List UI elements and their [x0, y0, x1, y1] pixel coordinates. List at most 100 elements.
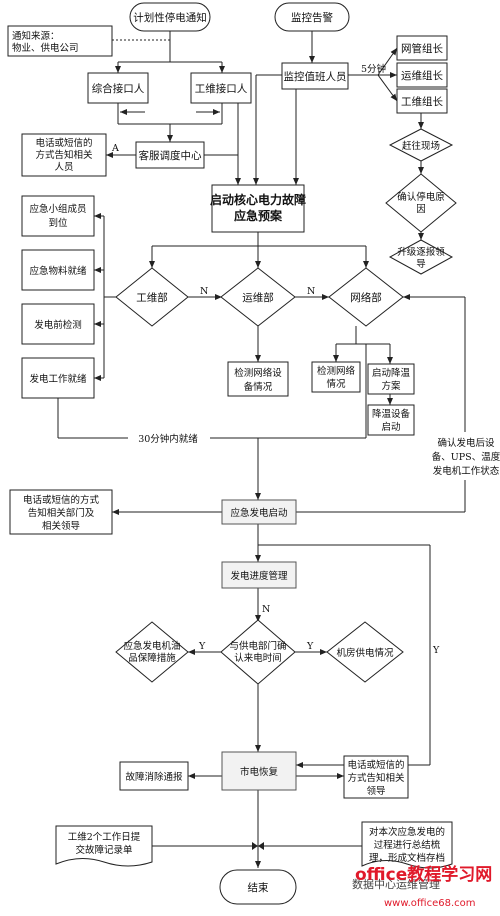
svg-text:导: 导 — [416, 259, 426, 270]
svg-text:运维组长: 运维组长 — [401, 69, 443, 82]
svg-text:电话或短信的: 电话或短信的 — [347, 759, 404, 771]
svg-text:发电工作就绪: 发电工作就绪 — [29, 373, 87, 385]
connectors — [57, 31, 466, 868]
ready-label-bg — [128, 432, 210, 444]
node-escalate: 升级逐报领 导 — [388, 239, 454, 275]
svg-text:数据中心运维管理: 数据中心运维管理 — [352, 877, 440, 891]
label-A: A — [111, 143, 119, 154]
node-end: 结束 — [219, 869, 297, 905]
node-eng-dept: 工维部 — [115, 267, 189, 327]
node-confirm-outage: 确认停电原 因 — [385, 173, 457, 233]
node-cooling-equip: 降温设备 启动 — [367, 404, 415, 436]
svg-text:启动核心电力故障: 启动核心电力故障 — [210, 192, 306, 207]
node-power-restore: 市电恢复 — [221, 751, 297, 791]
svg-text:方案: 方案 — [381, 380, 401, 392]
node-confirm-power-time: 与供电部门确 认来电时间 — [220, 619, 296, 685]
node-notify-restore: 电话或短信的 方式告知相关 领导 — [343, 755, 409, 799]
node-materials-ready: 应急物料就绪 — [21, 249, 95, 291]
svg-text:通知来源：: 通知来源： — [12, 30, 60, 42]
node-monitor-alarm: 监控告警 — [274, 2, 350, 32]
svg-text:启动降温: 启动降温 — [372, 367, 411, 379]
label-N2: N — [307, 286, 315, 297]
svg-text:应急发电机油: 应急发电机油 — [123, 640, 180, 652]
svg-text:相关领导: 相关领导 — [42, 520, 80, 532]
svg-text:人员: 人员 — [54, 162, 73, 173]
node-confirm-after-gen: 确认发电后设 备、UPS、温度 发电机工作状态 — [432, 432, 500, 480]
svg-text:到位: 到位 — [48, 217, 68, 229]
node-gen-progress: 发电进度管理 — [221, 561, 297, 589]
node-notify-people: 电话或短信的 方式告知相关 人员 — [21, 133, 107, 177]
label-ready-30min: 30分钟内就绪 — [138, 433, 198, 445]
svg-text:工维接口人: 工维接口人 — [195, 82, 248, 95]
svg-text:工维2个工作日提: 工维2个工作日提 — [68, 831, 141, 843]
svg-text:电话或短信的: 电话或短信的 — [35, 137, 92, 149]
svg-text:过程进行总结梳: 过程进行总结梳 — [374, 839, 441, 851]
svg-text:www.office68.com: www.office68.com — [384, 898, 476, 909]
node-monitor-staff: 监控值班人员 — [281, 62, 349, 90]
svg-text:发电机工作状态: 发电机工作状态 — [433, 465, 500, 477]
svg-text:电话或短信的方式: 电话或短信的方式 — [23, 494, 100, 506]
svg-text:应急物料就绪: 应急物料就绪 — [29, 265, 87, 277]
node-planned-notice: 计划性停电通知 — [129, 2, 211, 32]
label-Y3: Y — [432, 645, 440, 656]
svg-text:备、UPS、温度: 备、UPS、温度 — [432, 451, 500, 463]
svg-text:赶往现场: 赶往现场 — [402, 140, 440, 152]
svg-text:工维组长: 工维组长 — [401, 95, 443, 108]
node-ops-leader: 运维组长 — [396, 62, 448, 88]
node-net-dept: 网络部 — [328, 267, 404, 327]
svg-text:告知相关部门及: 告知相关部门及 — [28, 507, 95, 519]
svg-text:网管组长: 网管组长 — [401, 42, 443, 55]
node-gen-work-ready: 发电工作就绪 — [21, 357, 95, 399]
svg-text:物业、供电公司: 物业、供电公司 — [12, 42, 79, 54]
svg-text:交故障记录单: 交故障记录单 — [75, 844, 133, 856]
svg-text:应急小组成员: 应急小组成员 — [29, 203, 86, 215]
svg-text:检测网络: 检测网络 — [317, 365, 356, 377]
svg-text:监控值班人员: 监控值班人员 — [284, 70, 347, 83]
svg-text:office教程学习网: office教程学习网 — [355, 864, 492, 885]
node-fault-cleared: 故障消除通报 — [119, 761, 189, 791]
svg-text:对本次应急发电的: 对本次应急发电的 — [369, 826, 445, 838]
svg-text:故障消除通报: 故障消除通报 — [125, 771, 183, 783]
svg-text:确认发电后设: 确认发电后设 — [437, 437, 495, 449]
label-N3: N — [262, 604, 270, 615]
node-core-plan: 启动核心电力故障 应急预案 — [210, 184, 306, 233]
node-network-leader: 网管组长 — [396, 35, 448, 61]
svg-text:理，形成文档存档: 理，形成文档存档 — [369, 852, 445, 864]
node-submit-record: 工维2个工作日提 交故障记录单 — [55, 825, 153, 867]
svg-text:领导: 领导 — [366, 785, 385, 797]
node-ops-dept: 运维部 — [220, 267, 296, 327]
node-engineering-contact: 工维接口人 — [190, 72, 252, 104]
svg-text:应急发电启动: 应急发电启动 — [230, 507, 287, 519]
svg-text:检测网络设: 检测网络设 — [234, 367, 282, 379]
svg-text:方式告知相关: 方式告知相关 — [35, 149, 93, 161]
svg-text:综合接口人: 综合接口人 — [92, 82, 145, 95]
node-room-power: 机房供电情况 — [326, 621, 404, 683]
svg-text:确认停电原: 确认停电原 — [397, 191, 445, 203]
node-notify-dept: 电话或短信的方式 告知相关部门及 相关领导 — [9, 489, 113, 535]
svg-text:工维部: 工维部 — [136, 291, 168, 304]
svg-text:认来电时间: 认来电时间 — [234, 652, 282, 664]
node-gen-fuel: 应急发电机油 品保障措施 — [115, 621, 189, 683]
watermark: 数据中心运维管理 office教程学习网 www.office68.com — [352, 864, 492, 909]
node-check-net-equip: 检测网络设 备情况 — [227, 361, 289, 397]
svg-text:情况: 情况 — [326, 378, 346, 390]
svg-text:监控告警: 监控告警 — [291, 11, 333, 24]
label-Y1: Y — [198, 641, 206, 652]
svg-text:客服调度中心: 客服调度中心 — [139, 149, 202, 162]
svg-text:与供电部门确: 与供电部门确 — [229, 640, 286, 652]
svg-text:机房供电情况: 机房供电情况 — [336, 647, 394, 659]
node-go-site: 赶往现场 — [388, 128, 454, 162]
svg-text:运维部: 运维部 — [242, 291, 274, 304]
node-emergency-team: 应急小组成员 到位 — [21, 195, 95, 237]
node-notice-source: 通知来源： 物业、供电公司 — [7, 25, 113, 57]
node-summary-archive: 对本次应急发电的 过程进行总结梳 理，形成文档存档 — [361, 821, 453, 869]
label-N1: N — [200, 286, 208, 297]
svg-text:升级逐报领: 升级逐报领 — [397, 246, 445, 258]
svg-text:发电进度管理: 发电进度管理 — [230, 570, 288, 582]
node-cooling-plan: 启动降温 方案 — [367, 363, 415, 395]
svg-text:降温设备: 降温设备 — [372, 408, 411, 420]
svg-text:启动: 启动 — [381, 421, 400, 433]
label-5min: 5分钟 — [361, 63, 386, 75]
svg-text:市电恢复: 市电恢复 — [240, 766, 279, 778]
